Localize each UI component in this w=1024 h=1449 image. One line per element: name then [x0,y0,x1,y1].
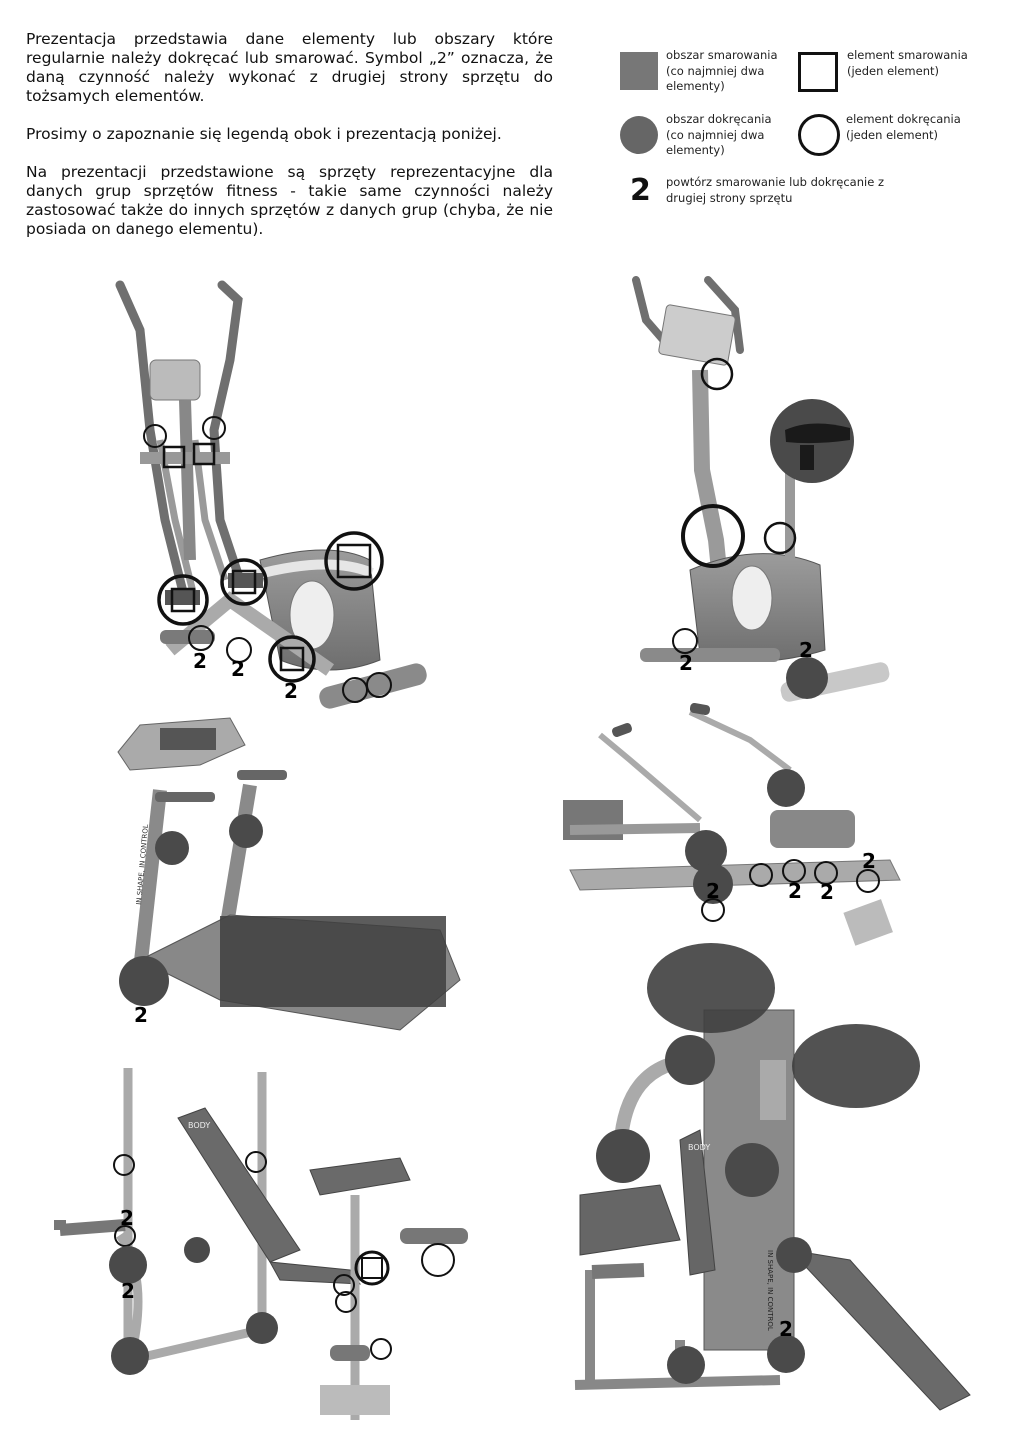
repeat-marker: 2 [706,879,720,903]
legend-lube-area: obszar smarowania (co najmniej dwa eleme… [666,48,778,93]
repeat-marker: 2 [193,649,207,673]
repeat-marker: 2 [820,880,834,904]
weight-bench: 2 2 BODY [54,1068,468,1420]
repeat-marker: 2 [120,1206,134,1230]
treadmill: 2 IN SHAPE, IN CONTROL [117,717,461,1031]
tighten-area-swatch [620,116,658,154]
repeat-marker: 2 [862,849,876,873]
repeat-marker: 2 [121,1279,135,1303]
repeat-marker: 2 [679,651,693,675]
repeat-marker: 2 [134,1003,148,1027]
legend: obszar smarowania (co najmniej dwa eleme… [620,46,1010,216]
intro-paragraph-1: Prezentacja przedstawia dane elementy lu… [26,30,553,105]
repeat-marker: 2 [231,657,245,681]
legend-repeat: powtórz smarowanie lub dokręcanie z drug… [666,175,884,205]
intro-text: Prezentacja przedstawia dane elementy lu… [26,30,553,258]
rowing-machine: 2 2 2 2 [563,702,901,946]
home-gym: 2 BODY IN SHAPE, IN CONTROL [574,943,971,1411]
gym-logo: BODY [688,1143,710,1152]
elliptical-trainer: 2 2 2 [115,280,427,709]
legend-tighten-element: element dokręcania (jeden element) [846,112,961,142]
intro-paragraph-2: Prosimy o zapoznanie się legendą obok i … [26,125,502,143]
gym-side-text: IN SHAPE, IN CONTROL [766,1250,774,1331]
intro-paragraph-3: Na prezentacji przedstawione są sprzęty … [26,163,553,238]
repeat-symbol: 2 [630,173,651,208]
lube-area-swatch [620,52,658,90]
bench-logo: BODY [188,1121,210,1130]
repeat-marker: 2 [799,638,813,662]
exercise-bike: 2 2 [632,276,890,702]
repeat-marker: 2 [779,1317,793,1341]
legend-tighten-area: obszar dokręcania (co najmniej dwa eleme… [666,112,772,157]
tighten-element-swatch [798,114,840,156]
lube-element-swatch [798,52,838,92]
repeat-marker: 2 [788,879,802,903]
legend-lube-element: element smarowania (jeden element) [847,48,968,78]
repeat-marker: 2 [284,679,298,703]
